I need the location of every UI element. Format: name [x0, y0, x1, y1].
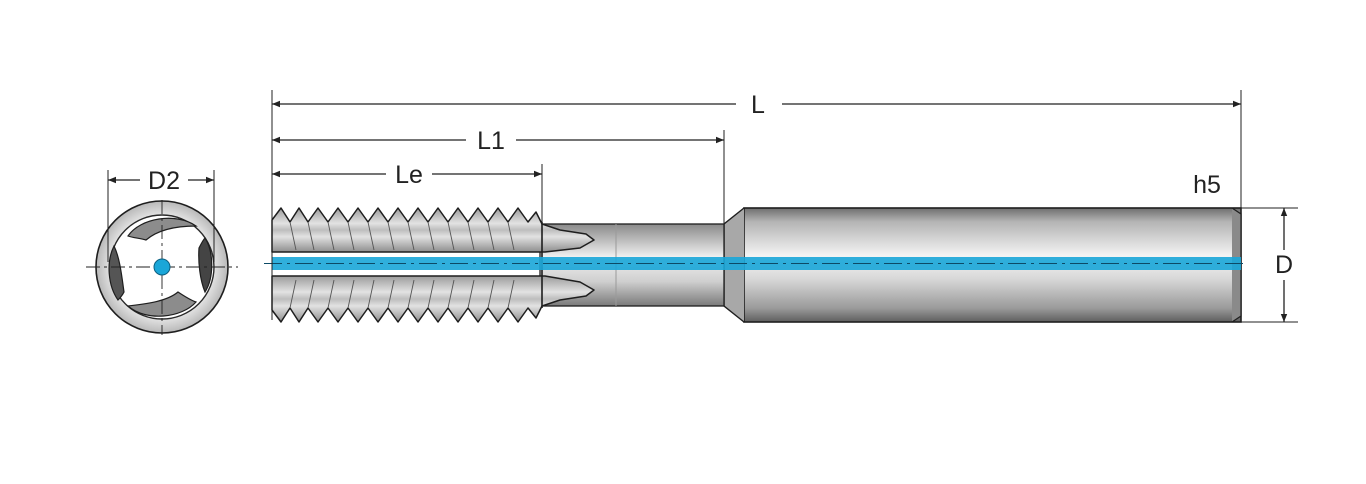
thread-section: [271, 207, 595, 323]
d2-label: D2: [148, 167, 180, 195]
thread-flank-lines: [289, 221, 515, 309]
L1-label: L1: [477, 127, 505, 155]
side-view: L L1 Le D h5: [264, 90, 1298, 323]
L-label: L: [751, 91, 765, 119]
end-view: D2: [86, 167, 238, 335]
coolant-channel: [272, 257, 1241, 270]
h5-tolerance-label: h5: [1193, 171, 1221, 199]
Le-label: Le: [395, 161, 423, 189]
D-label: D: [1275, 251, 1293, 279]
coolant-hole: [153, 258, 171, 276]
